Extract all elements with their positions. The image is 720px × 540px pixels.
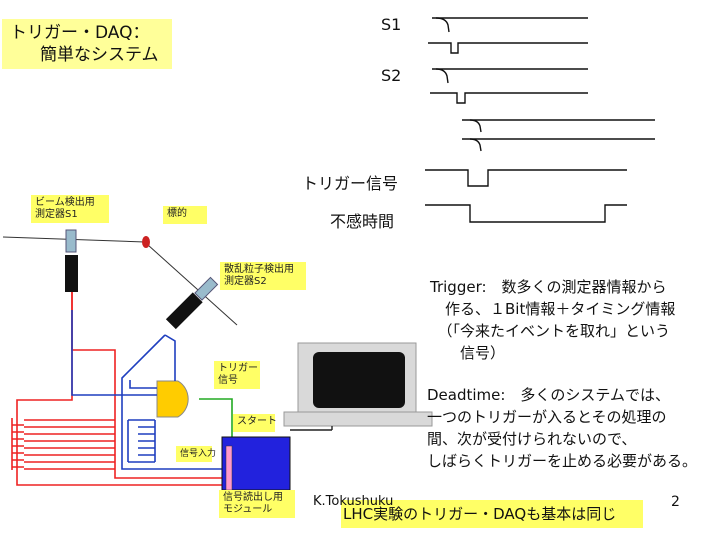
- note-deadtime-line-1: Deadtime: 多くのシステムでは、: [427, 386, 670, 404]
- coincidence-raw-pulse-1: [469, 119, 482, 133]
- note-trigger-line-1: Trigger: 数多くの測定器情報から: [430, 278, 667, 296]
- note-deadtime: Deadtime: 多くのシステムでは、 一つのトリガーが入るとその処理の 間、…: [427, 384, 697, 472]
- trigger-signal-waveform: [425, 169, 627, 187]
- target-shape: [142, 236, 150, 248]
- signal-label-trigger: トリガー信号: [302, 174, 399, 193]
- label-beam-detector: ビーム検出用 測定器S1: [31, 195, 109, 223]
- slide-title: トリガー・DAQ： 簡単なシステム: [2, 19, 172, 69]
- beam-detector-s1: [65, 255, 78, 292]
- scatter-line: [147, 244, 238, 326]
- s2-discriminated-pulse: [430, 92, 588, 104]
- start-label: スタート: [237, 416, 277, 427]
- s2-raw-pulse: [435, 68, 449, 84]
- note-deadtime-line-2: 一つのトリガーが入るとその処理の: [427, 408, 667, 426]
- label-start: スタート: [233, 414, 277, 432]
- note-trigger: Trigger: 数多くの測定器情報から 作る、１Bit情報＋タイミング情報 （…: [430, 276, 675, 364]
- signal-label-s2: S2: [381, 66, 402, 85]
- footer-author: K.Tokushuku: [313, 494, 394, 509]
- readout-module: [221, 436, 291, 491]
- trigger-signal-line-2: 信号: [218, 375, 238, 386]
- signal-label-deadtime: 不感時間: [330, 212, 395, 231]
- beam-detector-lightguide: [65, 229, 77, 253]
- label-signal-input: 信号入力: [176, 446, 217, 462]
- label-trigger-signal: トリガー 信号: [214, 361, 260, 389]
- title-line-1: トリガー・DAQ：: [10, 23, 150, 43]
- readout-module-line-1: 信号読出し用: [223, 492, 283, 503]
- scatter-detector-line-2: 測定器S2: [224, 276, 267, 287]
- s1-raw-pulse: [435, 17, 450, 33]
- note-deadtime-line-4: しばらくトリガーを止める必要がある。: [427, 452, 698, 470]
- signal-label-s1: S1: [381, 15, 402, 34]
- timing-waveforms: [425, 17, 655, 223]
- note-deadtime-line-3: 間、次が受付けられないので、: [427, 430, 637, 448]
- beam-detector-line-1: ビーム検出用: [35, 197, 95, 208]
- target-label: 標的: [167, 208, 187, 219]
- note-trigger-line-3: （「今来たイベントを取れ」という: [430, 322, 671, 340]
- page-number: 2: [671, 494, 680, 510]
- label-readout-module: 信号読出し用 モジュール: [219, 490, 295, 518]
- monitor: [283, 342, 433, 427]
- trigger-signal-line-1: トリガー: [218, 363, 258, 374]
- and-gate: [156, 380, 189, 418]
- label-scatter-detector: 散乱粒子検出用 測定器S2: [220, 262, 306, 290]
- note-trigger-line-4: 信号）: [430, 344, 506, 362]
- deadtime-waveform: [425, 204, 627, 223]
- scatter-detector-line-1: 散乱粒子検出用: [224, 264, 294, 275]
- beam-detector-line-2: 測定器S1: [35, 209, 78, 220]
- title-line-2: 簡単なシステム: [40, 45, 159, 65]
- s1-discriminated-pulse: [428, 42, 588, 54]
- note-trigger-line-2: 作る、１Bit情報＋タイミング情報: [430, 300, 676, 318]
- coincidence-raw-pulse-2: [469, 138, 482, 152]
- signal-input-label: 信号入力: [180, 449, 217, 459]
- footer-summary: LHC実験のトリガー・DAQも基本は同じ: [341, 500, 643, 528]
- blue-wires: [71, 310, 233, 470]
- signal-input-connector: [225, 445, 233, 491]
- scatter-detector-s2: [165, 276, 219, 330]
- label-target: 標的: [163, 206, 207, 224]
- readout-module-line-2: モジュール: [223, 504, 273, 515]
